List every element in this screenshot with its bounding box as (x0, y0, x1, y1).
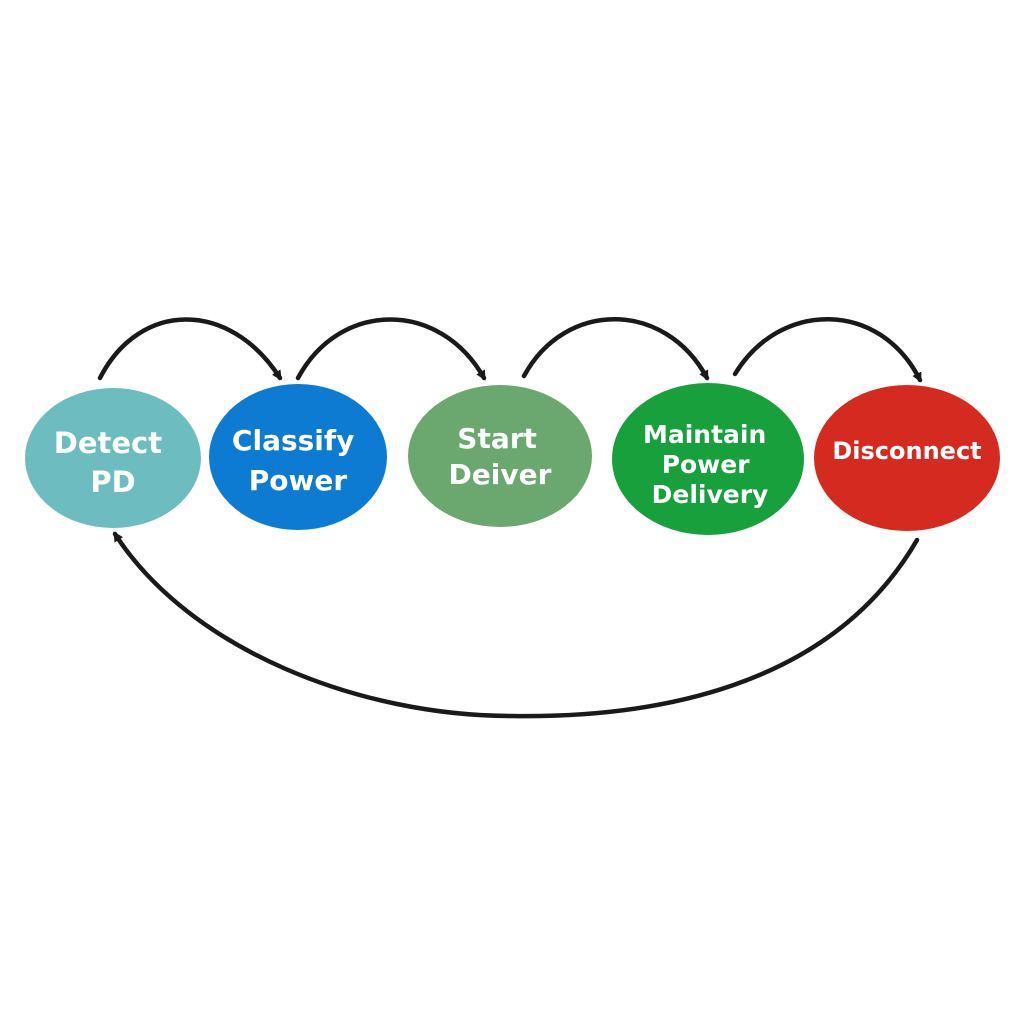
node-disconnect-shape (814, 385, 1000, 531)
node-detect-pd-shape (25, 388, 201, 528)
node-maintain-power-delivery-label: Maintain Power Delivery (643, 420, 775, 509)
node-classify-power-shape (209, 384, 387, 530)
node-classify-power-label: Classify Power (232, 424, 364, 497)
node-detect-pd-label: Detect PD (54, 426, 172, 499)
arrow-detect-to-classify (97, 317, 283, 381)
arrow-disconnect-to-detect (112, 531, 920, 719)
arrow-classify-to-start (295, 317, 487, 381)
node-start-deiver: Start Deiver (408, 385, 592, 527)
node-disconnect-label: Disconnect (832, 437, 981, 465)
node-disconnect: Disconnect (814, 385, 1000, 531)
node-maintain-power-delivery: Maintain Power Delivery (612, 383, 804, 535)
arrow-start-to-maintain (521, 317, 710, 381)
node-classify-power: Classify Power (209, 384, 387, 530)
node-start-deiver-label: Start Deiver (449, 422, 552, 491)
node-maintain-power-delivery-shape (612, 383, 804, 535)
node-detect-pd: Detect PD (25, 388, 201, 528)
node-start-deiver-shape (408, 385, 592, 527)
arrow-maintain-to-disconnect (732, 317, 923, 383)
